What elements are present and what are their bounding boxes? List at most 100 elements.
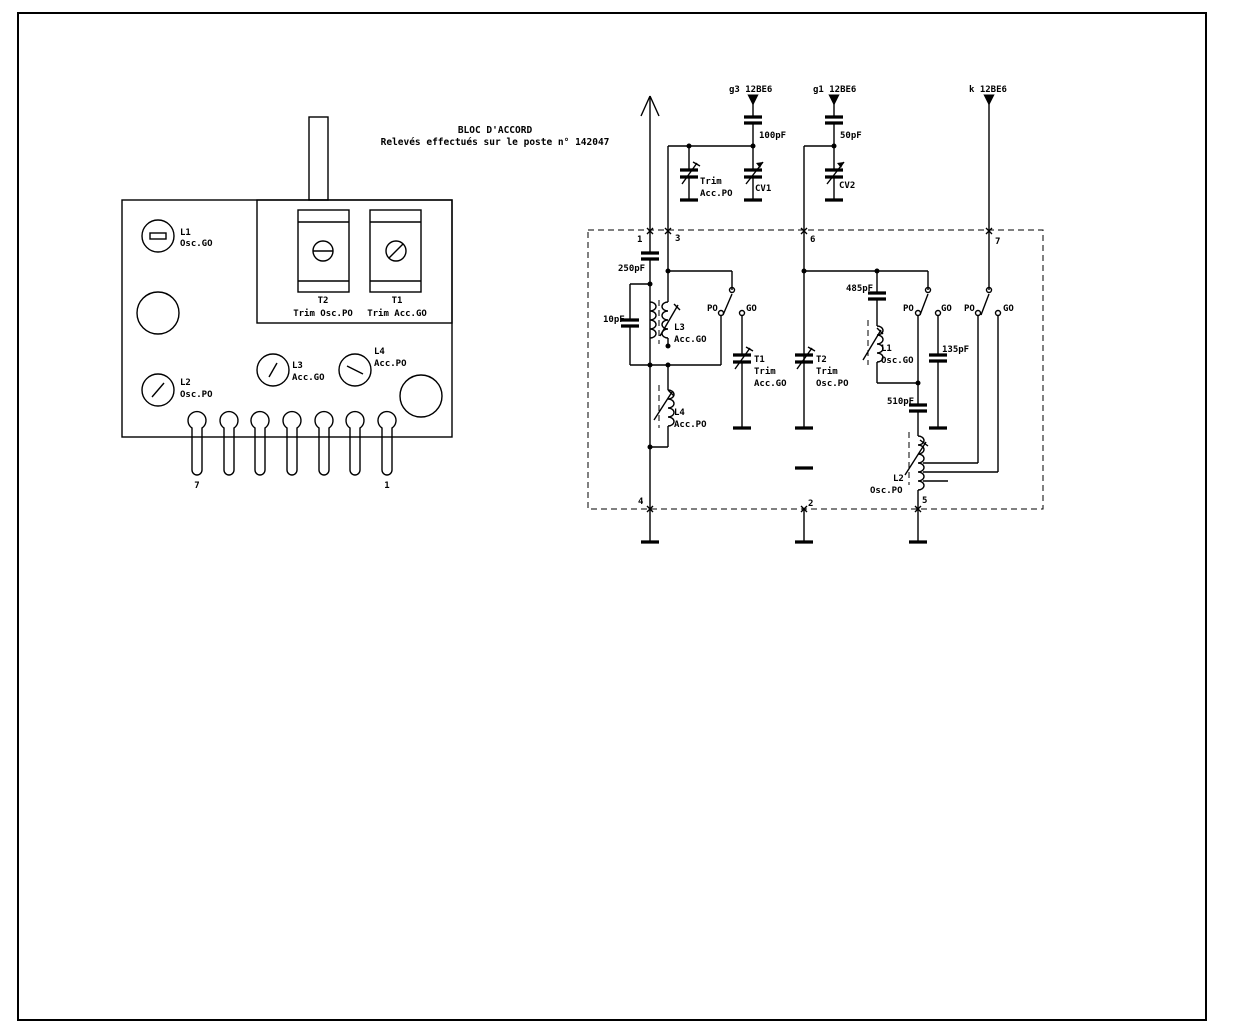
label-cap-135pf: 135pF bbox=[942, 345, 969, 355]
band-switch-3 bbox=[974, 286, 1002, 317]
coil-l4 bbox=[667, 389, 675, 427]
label-l2-role: Osc.PO bbox=[180, 390, 213, 400]
mounting-hole bbox=[399, 374, 443, 418]
label-l1-name: L1 bbox=[881, 344, 892, 354]
coil-l3-lower bbox=[661, 301, 669, 339]
antenna-symbol bbox=[640, 95, 660, 232]
label-trim-acc-po-line1: Trim bbox=[700, 176, 722, 187]
band-switch-1 bbox=[717, 286, 746, 317]
label-t1-role: Trim Acc.GO bbox=[367, 308, 427, 319]
solder-lug bbox=[250, 410, 270, 476]
label-cap-10pf: 10pF bbox=[603, 315, 625, 325]
label-l1-role: Osc.GO bbox=[881, 356, 914, 366]
capacitor-135pf bbox=[929, 353, 947, 363]
pin-crossing-mark bbox=[800, 227, 808, 235]
solder-lug bbox=[282, 410, 302, 476]
capacitor-100pf bbox=[744, 115, 762, 125]
label-cv1: CV1 bbox=[755, 184, 771, 194]
label-t2-line3: Osc.PO bbox=[816, 379, 849, 389]
label-t2-line2: Trim bbox=[816, 366, 838, 377]
pin-crossings bbox=[646, 227, 993, 513]
label-t2-name: T2 bbox=[318, 296, 329, 306]
solder-lug bbox=[345, 410, 365, 476]
label-cap-100pf: 100pF bbox=[759, 131, 786, 141]
tube-pin-g3: g3 12BE6 bbox=[729, 85, 772, 95]
label-pin-7: 7 bbox=[995, 237, 1000, 247]
switch3-po: PO bbox=[964, 304, 975, 314]
solder-lug bbox=[377, 410, 397, 476]
coil-l3-upper bbox=[649, 301, 657, 339]
trimmer-compartment bbox=[256, 199, 453, 324]
label-t1-line3: Acc.GO bbox=[754, 379, 787, 389]
tube-pin-g1: g1 12BE6 bbox=[813, 85, 856, 95]
label-t1-name: T1 bbox=[392, 296, 403, 306]
page-border bbox=[17, 12, 1207, 1021]
electrical-schematic: g3 12BE6 g1 12BE6 k 12BE6 100pF 50pF Tri… bbox=[587, 85, 1044, 544]
label-cap-250pf: 250pF bbox=[618, 264, 645, 274]
switch2-go: GO bbox=[941, 304, 952, 314]
pin-crossing-mark bbox=[985, 227, 993, 235]
coil-l3-core bbox=[256, 353, 290, 387]
trimmer-t2 bbox=[795, 346, 816, 370]
trimmer-t1 bbox=[733, 346, 754, 370]
solder-lugs bbox=[187, 410, 397, 476]
coil-l4-core bbox=[338, 353, 372, 387]
label-t2-role: Trim Osc.PO bbox=[293, 308, 353, 319]
switch1-go: GO bbox=[746, 304, 757, 314]
block-outline bbox=[587, 229, 1044, 510]
label-l2-name: L2 bbox=[180, 378, 191, 388]
label-l1-name: L1 bbox=[180, 228, 191, 238]
coil-l2-core bbox=[141, 373, 175, 407]
pin-crossing-mark bbox=[664, 227, 672, 235]
label-cap-50pf: 50pF bbox=[840, 131, 862, 141]
pin-crossing-mark bbox=[914, 505, 922, 513]
label-cap-510pf: 510pF bbox=[887, 397, 914, 407]
label-cap-485pf: 485pF bbox=[846, 284, 873, 294]
label-l4-role: Acc.PO bbox=[674, 420, 707, 430]
label-t2-name: T2 bbox=[816, 355, 827, 365]
switch3-go: GO bbox=[1003, 304, 1014, 314]
variable-capacitor-cv1 bbox=[744, 161, 764, 185]
trimmer-trim-acc-po bbox=[680, 161, 701, 185]
coil-l2 bbox=[917, 435, 925, 491]
label-l4-name: L4 bbox=[374, 347, 385, 357]
diagram-title: BLOC D'ACCORD bbox=[458, 125, 533, 136]
label-l3-name: L3 bbox=[674, 323, 685, 333]
label-l1-role: Osc.GO bbox=[180, 239, 213, 249]
block-mechanical-view: L1 Osc.GO L2 Osc.PO L3 Acc.GO L4 Acc.PO … bbox=[121, 116, 453, 491]
label-pin-3: 3 bbox=[675, 234, 680, 244]
solder-lug bbox=[314, 410, 334, 476]
label-pin-1: 1 bbox=[637, 235, 642, 245]
label-l3-role: Acc.GO bbox=[674, 335, 707, 345]
trimmer-t1-body bbox=[369, 209, 422, 293]
capacitor-50pf bbox=[825, 115, 843, 125]
lug-number-last: 1 bbox=[384, 481, 389, 491]
label-l4-name: L4 bbox=[674, 408, 685, 418]
band-switch-2 bbox=[914, 286, 942, 317]
diagram-subtitle: Relevés effectués sur le poste n° 142047 bbox=[381, 137, 610, 148]
pin-crossing-mark bbox=[800, 505, 808, 513]
label-pin-5: 5 bbox=[922, 496, 927, 506]
solder-lug bbox=[187, 410, 207, 476]
label-trim-acc-po-line2: Acc.PO bbox=[700, 189, 733, 199]
switch1-po: PO bbox=[707, 304, 718, 314]
label-l4-role: Acc.PO bbox=[374, 359, 407, 369]
pin-crossing-mark bbox=[646, 227, 654, 235]
label-t1-name: T1 bbox=[754, 355, 765, 365]
trimmer-t2-body bbox=[297, 209, 350, 293]
label-l3-role: Acc.GO bbox=[292, 373, 325, 383]
label-l2-role: Osc.PO bbox=[870, 486, 903, 496]
label-pin-4: 4 bbox=[638, 497, 644, 507]
lug-number-first: 7 bbox=[194, 481, 199, 491]
pin-crossing-mark bbox=[646, 505, 654, 513]
coil-l1-core bbox=[141, 219, 175, 253]
solder-lug bbox=[219, 410, 239, 476]
tube-pin-k: k 12BE6 bbox=[969, 85, 1007, 95]
label-l3-name: L3 bbox=[292, 361, 303, 371]
label-l2-name: L2 bbox=[893, 474, 904, 484]
label-pin-2: 2 bbox=[808, 499, 813, 509]
label-pin-6: 6 bbox=[810, 235, 815, 245]
label-cv2: CV2 bbox=[839, 181, 855, 191]
